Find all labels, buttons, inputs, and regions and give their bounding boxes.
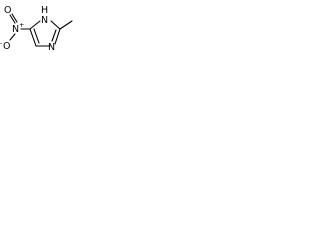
bond-c4-c5-double [33,28,40,44]
bond-n3-c2 [54,28,61,45]
nitro-n-positive-charge: + [19,21,24,29]
structure-canvas: N H N N + O O - [0,0,88,59]
atom-n1-label: N [41,15,48,26]
bond-nitro-o-double-2 [11,13,18,23]
bond-c2-methyl [59,20,73,30]
bond-nitro-o-double [9,14,16,24]
atom-nitro-o-double-label: O [4,5,11,16]
nitro-o-negative-charge: - [0,39,3,47]
bond-n3-c2-double [51,29,57,42]
bond-nitro-o-single [9,33,16,41]
bond-n1-c4 [29,20,41,30]
bond-c2-n1 [50,20,61,30]
bond-c4-c5 [29,28,37,47]
atom-nitro-n-label: N [12,24,19,35]
imidazole-structure-diagram: N H N N + O O - [0,5,73,53]
atom-n1-hydrogen-label: H [41,5,48,16]
atom-nitro-o-single-label: O [3,41,10,52]
atom-n3-label: N [48,42,55,53]
